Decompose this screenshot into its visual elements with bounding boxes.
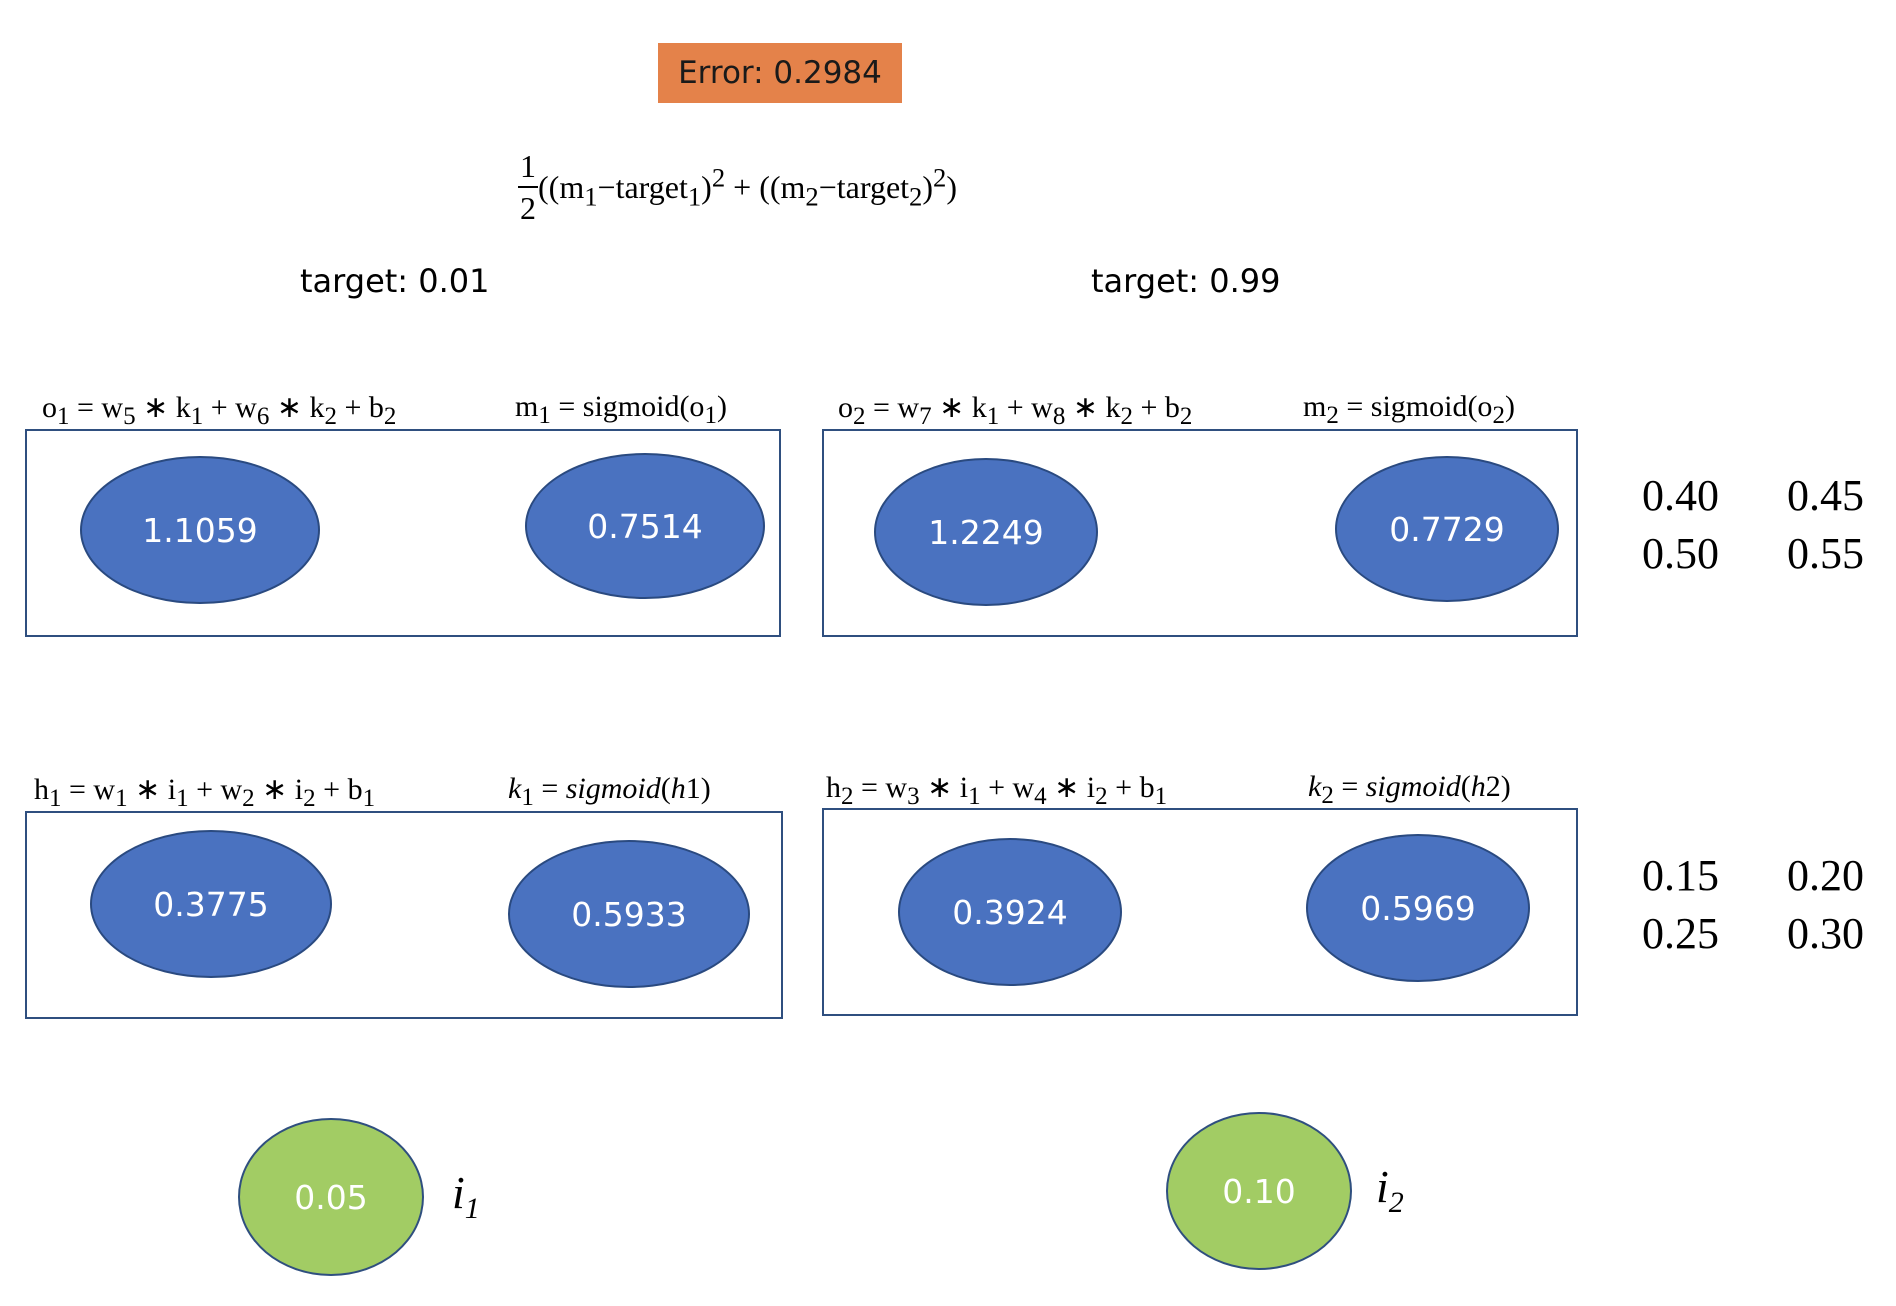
weights-hidden-r1c1: 0.15 bbox=[1642, 851, 1719, 900]
equation-m1: m1 = sigmoid(o1) bbox=[515, 390, 727, 429]
error-box: Error: 0.2984 bbox=[658, 43, 902, 103]
node-k1: 0.5933 bbox=[508, 840, 750, 988]
loss-target1-sub: 1 bbox=[687, 181, 702, 212]
node-i2: 0.10 bbox=[1166, 1112, 1352, 1270]
loss-square-1: 2 bbox=[711, 161, 726, 192]
input-label-i2: i2 bbox=[1376, 1160, 1404, 1220]
equation-k1: k1 = sigmoid(h1) bbox=[508, 772, 711, 811]
node-h2: 0.3924 bbox=[898, 838, 1122, 986]
target-2-label: target: 0.99 bbox=[1091, 262, 1281, 300]
weights-output-r1c2: 0.45 bbox=[1787, 471, 1864, 520]
input-label-i1: i1 bbox=[452, 1166, 480, 1226]
node-o2: 1.2249 bbox=[874, 458, 1098, 606]
loss-target1: target bbox=[615, 168, 688, 205]
weights-hidden-r1c2: 0.20 bbox=[1787, 851, 1864, 900]
equation-k2: k2 = sigmoid(h2) bbox=[1308, 770, 1511, 809]
loss-m2-sub: 2 bbox=[805, 181, 819, 212]
weights-output-r2c1: 0.50 bbox=[1642, 529, 1719, 578]
output-neuron-1-frame bbox=[25, 429, 781, 637]
node-m2: 0.7729 bbox=[1335, 456, 1559, 602]
target-1-label: target: 0.01 bbox=[300, 262, 490, 300]
equation-m2: m2 = sigmoid(o2) bbox=[1303, 390, 1515, 429]
weights-hidden-r2c2: 0.30 bbox=[1787, 909, 1864, 958]
input-label-i1-sub: 1 bbox=[464, 1192, 480, 1226]
node-h1: 0.3775 bbox=[90, 830, 332, 978]
loss-fraction-denominator: 2 bbox=[520, 190, 536, 226]
input-label-i2-letter: i bbox=[1376, 1161, 1389, 1212]
node-o1: 1.1059 bbox=[80, 456, 320, 604]
loss-m1-sub: 1 bbox=[584, 181, 598, 212]
hidden-neuron-2-frame bbox=[822, 808, 1578, 1016]
input-label-i2-sub: 2 bbox=[1388, 1186, 1404, 1220]
weights-hidden-r2c1: 0.25 bbox=[1642, 909, 1719, 958]
loss-m2: m bbox=[780, 168, 806, 205]
equation-o2: o2 = w7 ∗ k1 + w8 ∗ k2 + b2 bbox=[838, 391, 1193, 430]
loss-m1: m bbox=[559, 168, 585, 205]
hidden-neuron-1-frame bbox=[25, 811, 783, 1019]
equation-h1: h1 = w1 ∗ i1 + w2 ∗ i2 + b1 bbox=[34, 773, 376, 812]
loss-square-2: 2 bbox=[933, 161, 947, 192]
equation-h2: h2 = w3 ∗ i1 + w4 ∗ i2 + b1 bbox=[826, 771, 1168, 810]
node-k2: 0.5969 bbox=[1306, 834, 1530, 982]
loss-formula: 1 2 ((m1−target1)2 + ((m2−target2)2) bbox=[518, 148, 958, 226]
loss-fraction-numerator: 1 bbox=[518, 150, 538, 188]
equation-o1: o1 = w5 ∗ k1 + w6 ∗ k2 + b2 bbox=[42, 391, 397, 430]
node-i1: 0.05 bbox=[238, 1118, 424, 1276]
loss-fraction: 1 2 bbox=[518, 150, 538, 224]
weights-output-r2c2: 0.55 bbox=[1787, 529, 1864, 578]
loss-target2: target bbox=[836, 168, 910, 205]
loss-target2-sub: 2 bbox=[909, 181, 923, 212]
node-m1: 0.7514 bbox=[525, 453, 765, 599]
input-label-i1-letter: i bbox=[452, 1167, 465, 1218]
output-neuron-2-frame bbox=[822, 429, 1578, 637]
weights-output-r1c1: 0.40 bbox=[1642, 471, 1719, 520]
